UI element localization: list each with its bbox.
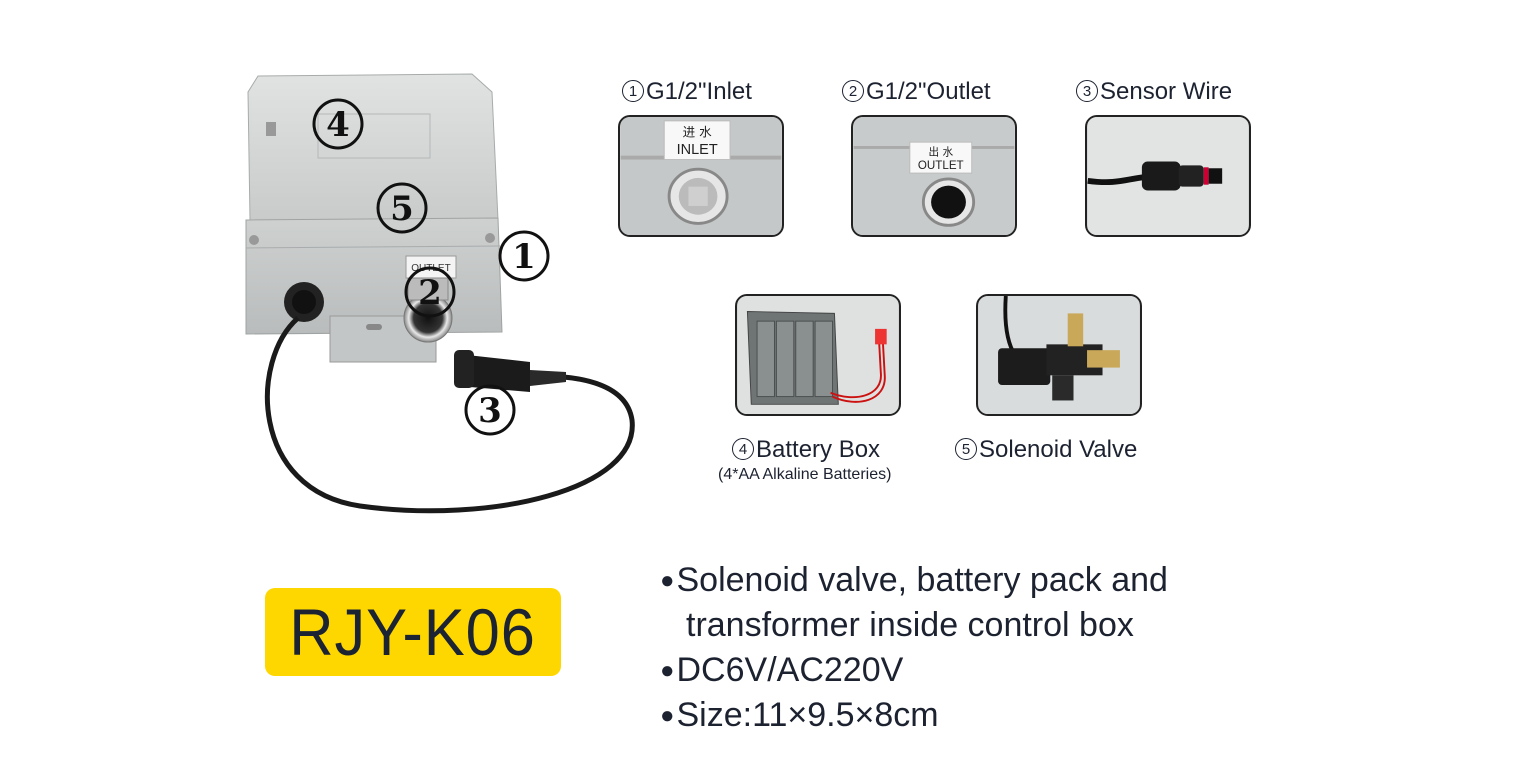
svg-text:4: 4 — [326, 105, 350, 145]
svg-text:3: 3 — [478, 391, 502, 431]
feature-item: ●DC6V/AC220V — [660, 651, 904, 689]
svg-text:出 水: 出 水 — [928, 146, 953, 159]
model-badge: RJY-K06 — [265, 588, 561, 676]
outlet-thumbnail: 出 水 OUTLET — [851, 115, 1017, 237]
feature-list: ●Solenoid valve, battery pack and transf… — [660, 558, 1300, 738]
svg-text:OUTLET: OUTLET — [918, 159, 964, 172]
svg-text:INLET: INLET — [677, 142, 718, 158]
inlet-thumbnail: 进 水 INLET — [618, 115, 784, 237]
sensor-wire-thumbnail — [1085, 115, 1251, 237]
svg-text:进 水: 进 水 — [683, 124, 713, 139]
feature-item: ●Solenoid valve, battery pack and transf… — [660, 561, 1168, 644]
control-box-image: OUTLET 4 5 1 2 3 — [240, 70, 640, 520]
svg-text:2: 2 — [418, 273, 442, 313]
solenoid-valve-thumbnail — [976, 294, 1142, 416]
svg-text:5: 5 — [390, 189, 414, 229]
svg-text:1: 1 — [512, 237, 536, 277]
battery-box-sub-caption: (4*AA Alkaline Batteries) — [718, 466, 892, 483]
battery-box-thumbnail — [735, 294, 901, 416]
model-number: RJY-K06 — [289, 595, 537, 669]
feature-item: ●Size:11×9.5×8cm — [660, 696, 939, 734]
